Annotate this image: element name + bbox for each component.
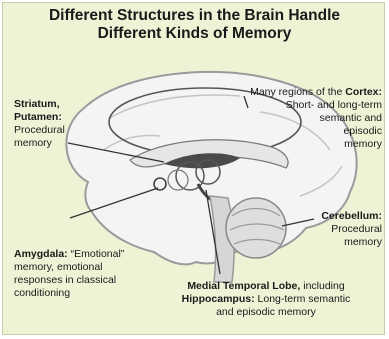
- cerebellum-desc-2: memory: [344, 236, 382, 248]
- cerebellum-name: Cerebellum:: [321, 210, 382, 222]
- cortex-prefix: Many regions of the: [250, 86, 345, 98]
- cortex-name: Cortex:: [345, 86, 382, 98]
- label-amygdala: Amygdala: “Emotional” memory, emotional …: [14, 248, 154, 300]
- mtl-suffix: including: [300, 280, 344, 292]
- cortex-desc-3: episodic: [343, 125, 382, 137]
- mtl-name: Medial Temporal Lobe,: [187, 280, 300, 292]
- label-cerebellum: Cerebellum: Procedural memory: [292, 210, 382, 249]
- amygdala-desc-2: memory, emotional: [14, 261, 103, 273]
- cortex-desc-2: semantic and: [320, 112, 382, 124]
- label-mtl: Medial Temporal Lobe, including Hippocam…: [158, 280, 374, 319]
- cerebellum-desc-1: Procedural: [331, 223, 382, 235]
- amygdala-desc-3: responses in classical: [14, 274, 116, 286]
- amygdala-desc-4: conditioning: [14, 287, 70, 299]
- striatum-name-1: Striatum,: [14, 98, 60, 110]
- striatum-desc-2: memory: [14, 137, 52, 149]
- label-striatum: Striatum, Putamen: Procedural memory: [14, 98, 65, 150]
- mtl-desc-2: and episodic memory: [216, 306, 316, 318]
- striatum-desc-1: Procedural: [14, 124, 65, 136]
- striatum-name-2: Putamen:: [14, 111, 62, 123]
- cortex-desc-4: memory: [344, 138, 382, 150]
- amygdala-name: Amygdala:: [14, 248, 68, 260]
- label-cortex: Many regions of the Cortex: Short- and l…: [192, 86, 382, 151]
- hippocampus-name: Hippocampus:: [182, 293, 255, 305]
- amygdala-desc-inline: “Emotional”: [68, 248, 125, 260]
- cortex-desc-1: Short- and long-term: [286, 99, 382, 111]
- mtl-desc-1: Long-term semantic: [255, 293, 351, 305]
